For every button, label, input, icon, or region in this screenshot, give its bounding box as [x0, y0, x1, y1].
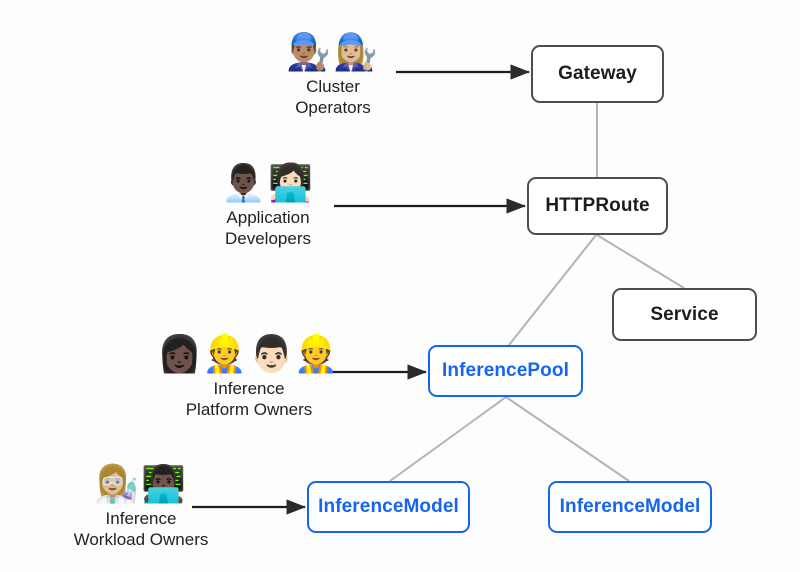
edge-httproute-to-service [596, 234, 685, 289]
woman-construction-worker-icon+man-construction-worker-icon: 👩🏿‍👷👨🏻‍👷 [157, 334, 341, 375]
node-service[interactable]: Service [612, 288, 757, 341]
actor-inference-platform-owners: 👩🏿‍👷👨🏻‍👷Inference Platform Owners [157, 334, 338, 420]
actor-inference-workload-owners: 👩🏼‍🔬👨🏿‍💻Inference Workload Owners [66, 464, 216, 550]
node-label: InferenceModel [559, 496, 701, 517]
actor-label: Inference Platform Owners [185, 379, 313, 419]
node-label: HTTPRoute [545, 195, 650, 216]
node-httproute[interactable]: HTTPRoute [527, 177, 668, 235]
node-inferencemodel2[interactable]: InferenceModel [548, 481, 712, 533]
actor-cluster-operators: 👨🏽‍🔧👩🏼‍🔧Cluster Operators [283, 32, 383, 118]
edge-httproute-to-inferencepool [508, 234, 597, 346]
node-label: Service [650, 303, 719, 325]
man-office-worker-icon+woman-technologist-icon: 👨🏿‍💼👩🏻‍💻 [221, 163, 315, 204]
woman-scientist-icon+man-technologist-icon: 👩🏼‍🔬👨🏿‍💻 [94, 464, 188, 505]
node-inferencemodel1[interactable]: InferenceModel [307, 481, 470, 533]
persona-arrows [192, 64, 531, 515]
node-label: InferenceModel [318, 496, 459, 517]
man-mechanic-icon+woman-mechanic-icon: 👨🏽‍🔧👩🏼‍🔧 [286, 32, 380, 73]
actor-label: Cluster Operators [295, 77, 371, 117]
node-label: InferencePool [442, 360, 569, 381]
edge-inferencepool-to-inferencemodel2 [505, 396, 630, 482]
edge-inferencepool-to-inferencemodel1 [389, 396, 507, 482]
relationship-lines [389, 103, 685, 482]
actor-application-developers: 👨🏿‍💼👩🏻‍💻Application Developers [218, 163, 318, 249]
actor-label: Inference Workload Owners [73, 509, 209, 549]
node-label: Gateway [558, 63, 637, 84]
node-inferencepool[interactable]: InferencePool [428, 345, 583, 397]
node-gateway[interactable]: Gateway [531, 45, 664, 103]
actor-label: Application Developers [225, 208, 311, 248]
